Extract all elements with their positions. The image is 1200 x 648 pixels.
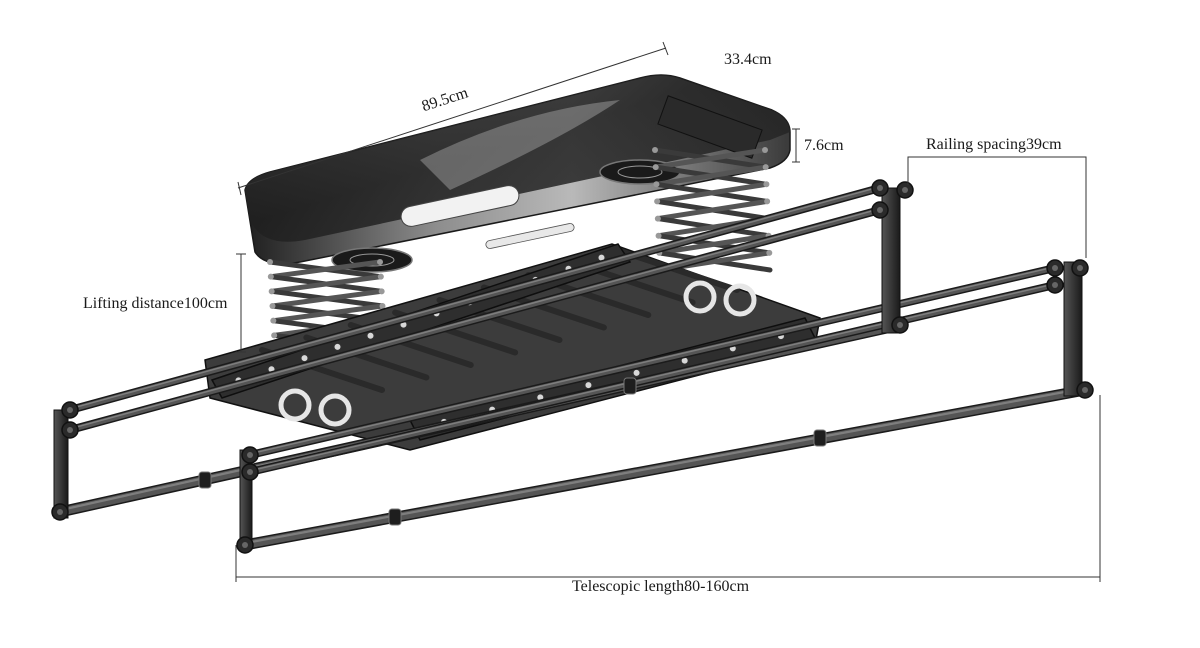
scissor-link xyxy=(653,164,769,187)
rod-end-cap-inner xyxy=(877,207,883,213)
dim-line-railing xyxy=(907,156,1087,258)
scissor-pivot xyxy=(654,215,661,222)
rod-end-cap-inner xyxy=(1082,387,1088,393)
beam-hole xyxy=(584,381,593,390)
scissor-link xyxy=(268,259,383,280)
rail-rod-shade xyxy=(241,386,1089,549)
vent-right-inner xyxy=(617,165,663,179)
rod-end-cap-inner xyxy=(67,427,73,433)
hanger-hook xyxy=(278,388,312,422)
rail-rod-highlight xyxy=(249,283,1056,472)
beam-hole xyxy=(366,331,375,340)
scissor-pivot xyxy=(267,259,273,265)
scissor-link xyxy=(656,233,772,256)
rail-rod-shade xyxy=(247,282,1058,475)
end-frame-right-a xyxy=(881,187,901,334)
beam-hole xyxy=(300,354,309,363)
vent-left-inner xyxy=(349,253,395,267)
scissor-link xyxy=(270,288,385,309)
rail-rod-shade xyxy=(67,185,883,413)
scissor-pivot xyxy=(269,303,276,309)
scissor-pivot xyxy=(655,232,662,239)
scissor-pivot xyxy=(378,288,385,295)
scissor-pivot xyxy=(377,273,384,280)
rod-end-cap-inner xyxy=(1052,282,1058,288)
scissor-pivot xyxy=(764,198,771,205)
rod-end-cap-inner xyxy=(57,509,63,515)
end-frame-right-b xyxy=(1063,261,1083,397)
rail-rod-highlight xyxy=(69,208,881,430)
rail-rod-highlight xyxy=(249,266,1056,455)
scissor-pivot xyxy=(762,147,768,153)
hanger-hook xyxy=(683,280,717,314)
scissor-pivot xyxy=(763,181,770,188)
rod-end-cap-inner xyxy=(247,452,253,458)
rod-end-cap-inner xyxy=(247,469,253,475)
rail-rod-shade xyxy=(67,207,883,433)
rod-end-cap-inner xyxy=(902,187,908,193)
housing-highlight xyxy=(420,100,620,190)
scissor-pivot xyxy=(268,288,275,295)
scissor-pivot xyxy=(652,147,658,153)
width-label: 33.4cm xyxy=(724,51,772,68)
scissor-pivot xyxy=(766,249,773,256)
telescopic-length-label: Telescopic length80-160cm xyxy=(572,578,750,595)
hanger-hook xyxy=(723,283,757,317)
telescopic-rods xyxy=(51,179,1094,554)
scissor-link xyxy=(270,303,385,324)
scissor-pivot xyxy=(267,273,274,280)
housing-top xyxy=(245,75,790,242)
rod-coupler xyxy=(623,377,637,395)
rod-end-cap-inner xyxy=(877,185,883,191)
scissor-pivot xyxy=(271,332,278,339)
rod-coupler xyxy=(198,471,212,489)
scissor-link xyxy=(655,198,770,222)
scissor-link xyxy=(654,181,769,204)
mount-bracket xyxy=(657,95,763,159)
light-strip xyxy=(485,223,575,249)
rail-rod-highlight xyxy=(243,387,1087,545)
scissor-pivot xyxy=(377,259,383,265)
scissor-pivot xyxy=(762,164,769,171)
rod-coupler xyxy=(388,508,402,526)
beam-hole xyxy=(333,342,342,351)
scissor-pivot xyxy=(654,198,661,205)
dim-line-length xyxy=(237,47,667,189)
scissor-link xyxy=(653,147,768,170)
scissor-link xyxy=(269,274,384,294)
rod-end-cap-inner xyxy=(897,322,903,328)
rod-end-cap-inner xyxy=(67,407,73,413)
height-label: 7.6cm xyxy=(804,137,844,154)
beam-hole xyxy=(632,368,641,377)
scissor-pivot xyxy=(270,317,277,324)
railing-spacing-label: Railing spacing39cm xyxy=(926,136,1062,153)
hanger-hook xyxy=(318,393,352,427)
rod-end-cap-inner xyxy=(1077,265,1083,271)
rod-coupler xyxy=(813,429,827,447)
scissor-pivot xyxy=(379,303,386,309)
light-window xyxy=(400,185,520,227)
rod-end-cap-inner xyxy=(1052,265,1058,271)
rail-rod-highlight xyxy=(69,186,881,410)
rail-rod-shade xyxy=(247,265,1058,458)
dimension-lines xyxy=(235,41,1101,582)
rod-end-cap-inner xyxy=(242,542,248,548)
scissor-pivot xyxy=(652,164,659,171)
scissor-pivot xyxy=(653,181,660,188)
lifting-distance-label: Lifting distance100cm xyxy=(83,295,228,312)
